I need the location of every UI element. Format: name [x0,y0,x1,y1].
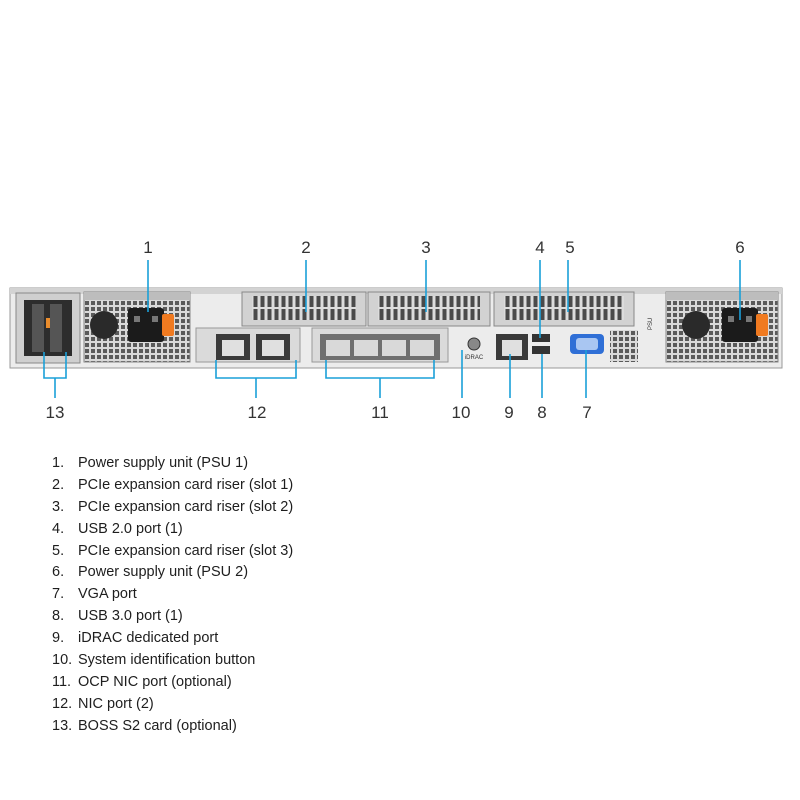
pcie-riser-slot-1[interactable] [241,291,367,327]
legend-number: 2. [52,476,65,493]
legend-number: 12. [52,695,73,712]
legend-item: 9. iDRAC dedicated port [52,627,293,649]
legend-number: 4. [52,520,65,537]
legend-item: 12. NIC port (2) [52,693,293,715]
system-identification-button[interactable] [467,337,481,351]
callout-numbers: 1 2 3 4 5 6 7 8 9 10 11 12 13 [46,238,745,422]
legend-text: Power supply unit (PSU 2) [78,564,249,581]
legend-text: BOSS S2 card (optional) [78,717,237,734]
psu-side-label: PSU [648,318,654,330]
legend-item: 1. Power supply unit (PSU 1) [52,452,293,474]
nic-ports[interactable] [195,327,301,363]
callout-1: 1 [143,238,152,257]
legend-number: 6. [52,564,65,581]
callout-11: 11 [371,403,389,422]
callout-9: 9 [504,403,513,422]
legend-text: VGA port [78,586,137,603]
legend-item: 5. PCIe expansion card riser (slot 3) [52,540,293,562]
legend-item: 8. USB 3.0 port (1) [52,605,293,627]
legend-number: 3. [52,498,65,515]
callout-5: 5 [565,238,574,257]
legend-text: PCIe expansion card riser (slot 2) [78,498,294,515]
legend-text: Power supply unit (PSU 1) [78,454,249,471]
cable-strap-icon [682,311,710,339]
legend-text: PCIe expansion card riser (slot 1) [78,476,294,493]
component-legend: 1. Power supply unit (PSU 1) 2. PCIe expan… [52,452,293,737]
legend-text: USB 3.0 port (1) [78,608,183,625]
psu-1[interactable] [83,291,191,363]
callout-7: 7 [582,403,591,422]
idrac-chassis-label: iDRAC [465,355,484,361]
psu-release-handle[interactable] [162,314,174,336]
idrac-port[interactable] [496,334,528,360]
callout-6: 6 [735,238,744,257]
callout-12: 12 [248,403,267,422]
vga-port[interactable] [570,334,604,354]
callout-3: 3 [421,238,430,257]
pcie-riser-slot-2[interactable] [367,291,491,327]
callout-lines [43,260,741,398]
legend-text: USB 2.0 port (1) [78,520,183,537]
legend-number: 13. [52,717,73,734]
usb-2-port[interactable] [532,334,550,342]
legend-item: 7. VGA port [52,583,293,605]
legend-number: 7. [52,586,65,603]
legend-item: 6. Power supply unit (PSU 2) [52,561,293,583]
legend-text: NIC port (2) [78,695,154,712]
legend-item: 13. BOSS S2 card (optional) [52,715,293,737]
legend-item: 4. USB 2.0 port (1) [52,518,293,540]
callout-13: 13 [46,403,65,422]
legend-number: 11. [52,673,72,690]
legend-text: iDRAC dedicated port [78,630,219,647]
legend-item: 2. PCIe expansion card riser (slot 1) [52,474,293,496]
ocp-nic-ports[interactable] [311,327,449,363]
legend-text: OCP NIC port (optional) [78,673,232,690]
legend-text: System identification button [78,651,256,668]
usb-3-port[interactable] [532,346,550,354]
power-inlet-icon [128,308,164,342]
callout-10: 10 [452,403,471,422]
pcie-riser-slot-3[interactable] [493,291,635,327]
callout-2: 2 [301,238,310,257]
legend-number: 1. [52,454,65,471]
psu-2[interactable] [665,291,779,363]
cable-strap-icon [90,311,118,339]
legend-number: 10. [52,651,73,668]
callout-4: 4 [535,238,544,257]
legend-text: PCIe expansion card riser (slot 3) [78,542,294,559]
legend-number: 5. [52,542,65,559]
legend-number: 8. [52,608,65,625]
legend-item: 11. OCP NIC port (optional) [52,671,293,693]
vent-grille [610,330,638,362]
boss-card-bay[interactable] [15,292,81,364]
legend-number: 9. [52,630,65,647]
legend-item: 10. System identification button [52,649,293,671]
legend-item: 3. PCIe expansion card riser (slot 2) [52,496,293,518]
psu-release-handle[interactable] [756,314,768,336]
callout-8: 8 [537,403,546,422]
